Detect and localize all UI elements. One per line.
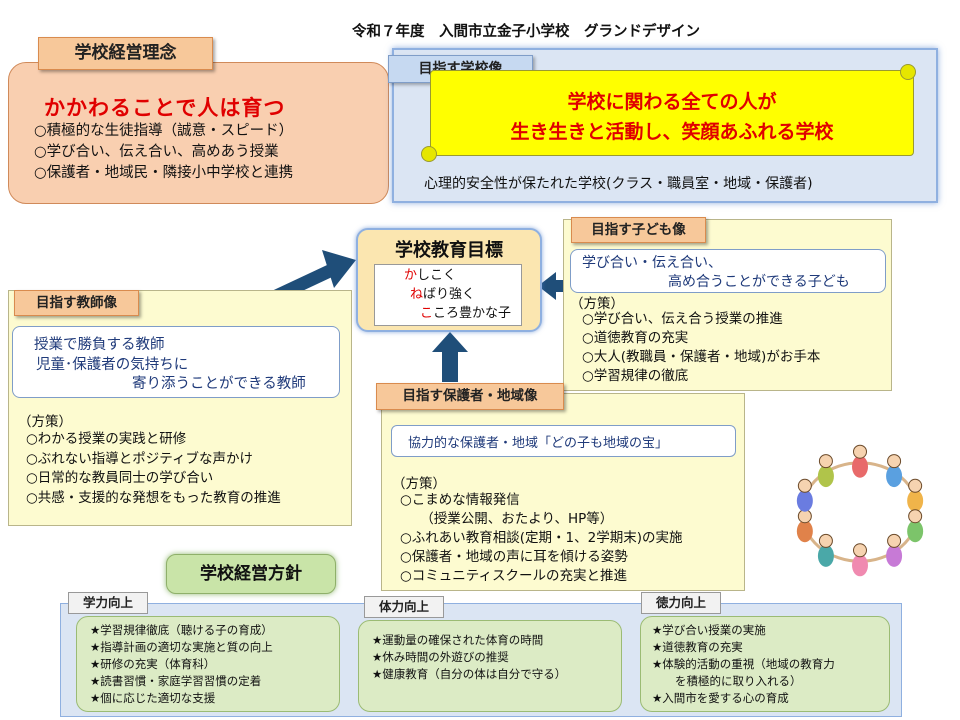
child-policy-label: （方策） <box>570 296 624 312</box>
school-vision-banner <box>430 70 914 156</box>
philosophy-headline: かかわることで人は育つ <box>44 96 286 120</box>
child-vision-tag: 目指す子ども像 <box>571 217 706 243</box>
teacher-policy-label: （方策） <box>18 414 72 430</box>
list-item: ★個に応じた適切な支援 <box>90 691 216 705</box>
arrow-community-to-goal-icon <box>432 332 468 382</box>
community-vision-tag: 目指す保護者・地域像 <box>376 383 564 410</box>
community-slogan-box <box>391 425 736 457</box>
child-head-icon <box>818 533 833 548</box>
philosophy-tag: 学校経営理念 <box>38 37 213 70</box>
child-figure-icon <box>796 520 813 543</box>
list-item: ★指導計画の適切な実施と質の向上 <box>90 640 273 654</box>
list-item: ○大人(教職員・保護者・地域)がお手本 <box>582 349 821 365</box>
goal-list: かしこく ねばり強く こころ豊かな子 <box>404 266 511 323</box>
list-item: ○学習規律の徹底 <box>582 368 689 384</box>
philosophy-panel <box>8 62 389 204</box>
child-head-icon <box>908 509 923 524</box>
list-item: ○ふれあい教育相談(定期・1、2学期末)の実施 <box>400 530 683 546</box>
list-item: を積極的に取り入れる） <box>652 674 802 688</box>
child-head-icon <box>887 454 902 469</box>
teacher-vision-line2: 児童･保護者の気持ちに <box>36 357 189 373</box>
child-policy-list: ○学び合い、伝え合う授業の推進 ○道徳教育の充実 ○大人(教職員・保護者・地域)… <box>582 310 820 386</box>
list-item: ★読書習慣・家庭学習習慣の定着 <box>90 674 262 688</box>
list-item: ○保護者・地域民・隣接小中学校と連携 <box>34 165 294 181</box>
child-head-icon <box>853 444 867 459</box>
child-figure-icon <box>817 465 834 488</box>
children-circle-icon <box>796 444 924 577</box>
child-head-icon <box>908 478 923 493</box>
child-figure-icon <box>886 465 903 488</box>
child-vision-panel <box>563 219 892 391</box>
list-item: ★運動量の確保された体育の時間 <box>372 633 544 647</box>
policy-tag: 学校経営方針 <box>166 554 336 594</box>
list-item: ○共感・支援的な発想をもった教育の推進 <box>26 489 281 506</box>
child-figure-icon <box>886 544 903 567</box>
list-item: ねばり強く <box>410 287 476 302</box>
policy-column-label: 学力向上 <box>68 592 148 614</box>
policy-column-label: 徳力向上 <box>641 592 721 614</box>
list-item: ○こまめな情報発信 <box>400 492 520 508</box>
policy-column-label: 体力向上 <box>364 596 444 618</box>
community-slogan: 協力的な保護者・地域「どの子も地域の宝」 <box>408 436 669 451</box>
banner-curl-icon <box>421 146 437 162</box>
teacher-vision-callout <box>12 326 340 398</box>
list-item: ○わかる授業の実践と研修 <box>26 431 187 447</box>
list-item: ★入間市を愛する心の育成 <box>652 691 789 705</box>
child-vision-line1: 学び合い・伝え合い、 <box>582 255 722 271</box>
list-item: ★学習規律徹底（聴ける子の育成） <box>90 623 273 637</box>
child-figure-icon <box>852 455 868 478</box>
child-figure-icon <box>852 554 868 577</box>
policy-column-box <box>640 616 890 712</box>
list-item: ★学び合い授業の実施 <box>652 623 766 637</box>
child-vision-line2: 高め合うことができる子ども <box>668 274 850 290</box>
child-vision-callout <box>570 249 886 293</box>
child-figure-icon <box>907 520 924 543</box>
child-figure-icon <box>907 489 924 512</box>
list-item: ○学び合い、伝え合う授業の推進 <box>582 311 783 327</box>
list-item: ★体験的活動の重視（地域の教育力 <box>652 657 835 671</box>
policy-column-box <box>358 620 622 712</box>
list-item: かしこく <box>404 268 457 283</box>
policy-column-list: ★運動量の確保された体育の時間 ★休み時間の外遊びの推奨 ★健康教育（自分の体は… <box>372 632 566 683</box>
goal-scroll <box>374 264 522 326</box>
list-item: ○ぶれない指導とポジティブな声かけ <box>26 450 253 467</box>
banner-curl-icon <box>900 64 916 80</box>
child-head-icon <box>818 454 833 469</box>
teacher-policy-list: ○わかる授業の実践と研修 ○ぶれない指導とポジティブな声かけ ○日常的な教員同士… <box>26 430 281 508</box>
list-item: ○学び合い、伝え合い、高めあう授業 <box>34 144 279 160</box>
school-vision-line1: 学校に関わる全ての人が <box>567 91 777 113</box>
policy-column-box <box>76 616 340 712</box>
teacher-vision-tag: 目指す教師像 <box>14 290 139 316</box>
list-item: ○保護者・地域の声に耳を傾ける姿勢 <box>400 549 628 565</box>
list-item: ○道徳教育の充実 <box>582 330 689 346</box>
page-title: 令和７年度 入間市立金子小学校 グランドデザイン <box>352 24 700 40</box>
list-item: ★研修の充実（体育科） <box>90 657 216 671</box>
list-item: ○日常的な教員同士の学び合い <box>26 470 214 486</box>
philosophy-list: ○積極的な生徒指導（誠意・スピード） ○学び合い、伝え合い、高めあう授業 ○保護… <box>34 121 293 184</box>
community-policy-list: ○こまめな情報発信 （授業公開、おたより、HP等） ○ふれあい教育相談(定期・1… <box>400 491 683 586</box>
list-item: （授業公開、おたより、HP等） <box>400 511 614 527</box>
school-vision-line2: 生き生きと活動し、笑顔あふれる学校 <box>510 121 834 143</box>
child-head-icon <box>797 478 812 493</box>
policy-column-list: ★学習規律徹底（聴ける子の育成） ★指導計画の適切な実施と質の向上 ★研修の充実… <box>90 622 273 707</box>
school-vision-subtitle: 心理的安全性が保たれた学校(クラス・職員室・地域・保護者) <box>424 176 813 192</box>
goal-title: 学校教育目標 <box>395 240 503 261</box>
child-figure-icon <box>796 489 813 512</box>
child-head-icon <box>853 543 867 558</box>
community-policy-label: （方策） <box>392 476 446 492</box>
child-figure-icon <box>817 544 834 567</box>
list-item: こころ豊かな子 <box>420 306 512 321</box>
teacher-vision-line3: 寄り添うことができる教師 <box>132 376 306 392</box>
list-item: ○積極的な生徒指導（誠意・スピード） <box>34 123 294 139</box>
teacher-vision-line1: 授業で勝負する教師 <box>34 337 165 353</box>
child-head-icon <box>887 533 902 548</box>
list-item: ★健康教育（自分の体は自分で守る） <box>372 667 567 681</box>
policy-column-list: ★学び合い授業の実施 ★道徳教育の充実 ★体験的活動の重視（地域の教育力 を積極… <box>652 622 835 707</box>
list-item: ○コミュニティスクールの充実と推進 <box>400 568 627 584</box>
list-item: ★道徳教育の充実 <box>652 640 743 654</box>
list-item: ★休み時間の外遊びの推奨 <box>372 650 509 664</box>
